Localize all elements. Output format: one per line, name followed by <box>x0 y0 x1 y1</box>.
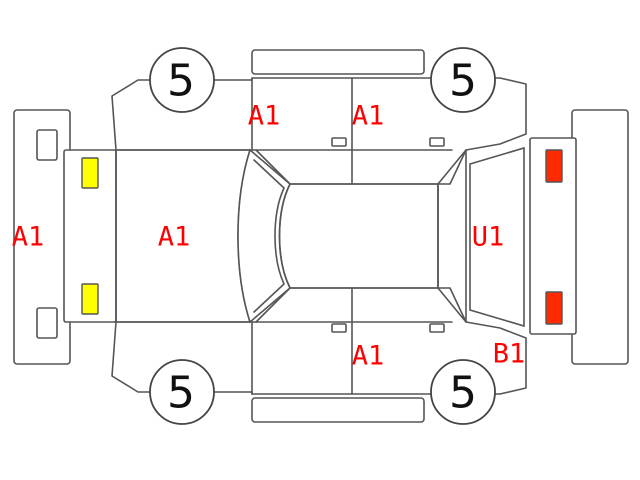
damage-front-bumper: A1 <box>12 222 45 253</box>
left-side-skirt <box>251 49 425 75</box>
tire-rear-left: 5 <box>430 47 496 113</box>
rear-lamp-left <box>545 149 563 183</box>
front-lamp-left <box>81 157 99 189</box>
tire-front-left: 5 <box>149 47 215 113</box>
damage-rear-quarter: B1 <box>493 339 526 370</box>
damage-rear-glass: U1 <box>472 222 505 253</box>
damage-right-rear-door: A1 <box>352 341 385 372</box>
tire-front-right-label: 5 <box>167 368 195 419</box>
tire-front-left-label: 5 <box>167 56 195 107</box>
tire-rear-right-label: 5 <box>449 368 477 419</box>
tire-rear-right: 5 <box>430 359 496 425</box>
damage-left-front-door: A1 <box>248 101 281 132</box>
damage-left-rear-door: A1 <box>352 101 385 132</box>
rear-bumper <box>571 109 629 365</box>
front-right-fog-lamp <box>36 307 58 339</box>
right-front-door-handle <box>331 323 347 333</box>
rear-window <box>437 146 525 328</box>
left-front-door-handle <box>331 137 347 147</box>
tire-rear-left-label: 5 <box>449 56 477 107</box>
right-rear-door-handle <box>429 323 445 333</box>
rear-lamp-right <box>545 291 563 325</box>
rear-panel <box>529 137 577 335</box>
left-rear-door-handle <box>429 137 445 147</box>
front-grille <box>63 149 117 323</box>
roof <box>278 183 439 289</box>
right-side-skirt <box>251 397 425 423</box>
front-left-fog-lamp <box>36 129 58 161</box>
front-lamp-right <box>81 283 99 315</box>
tire-front-right: 5 <box>149 359 215 425</box>
damage-hood: A1 <box>158 222 191 253</box>
